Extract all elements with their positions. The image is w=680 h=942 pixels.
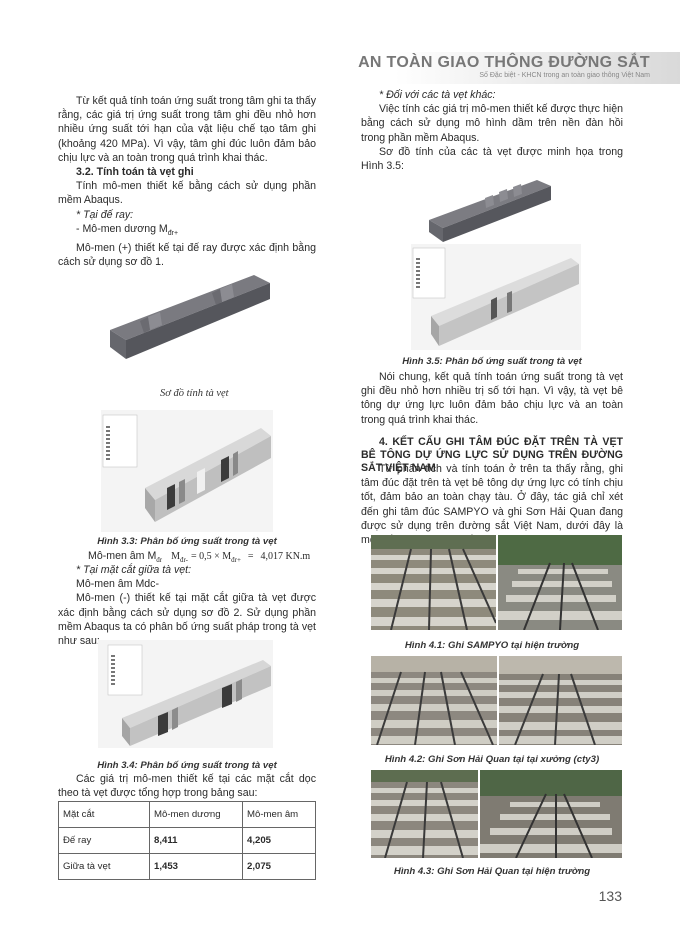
figure-3-4 [98, 640, 273, 748]
table-cell: Giữa tà vẹt [58, 853, 150, 880]
figure-3-3 [101, 410, 273, 532]
left-paragraph-7: Mô-men âm Mdc- [76, 578, 159, 591]
left-paragraph-9: Các giá trị mô-men thiết kế tại các mặt … [58, 773, 316, 800]
caption-4-2: Hình 4.2: Ghi Sơn Hải Quan tại tại xưởng… [384, 754, 600, 765]
table-row: Đế ray 8,411 4,205 [58, 827, 316, 854]
photo-4-1-left [371, 535, 496, 630]
photo-4-1-right [498, 535, 622, 630]
table-header-cell: Mô-men dương [149, 801, 243, 828]
table-row: Giữa tà vẹt 1,453 2,075 [58, 853, 316, 880]
figure-3-5-model [425, 172, 555, 242]
table-header-cell: Mô-men âm [242, 801, 316, 828]
moment-table: Mặt cắt Mô-men dương Mô-men âm Đế ray 8,… [58, 801, 316, 880]
left-paragraph-8: Mô-men (-) thiết kế tại mặt cắt giữa tà … [58, 592, 316, 648]
right-paragraph-2: Việc tính các giá trị mô-men thiết kế đư… [361, 103, 623, 144]
photo-4-2-right [499, 656, 622, 745]
table-cell: Đế ray [58, 827, 150, 854]
formula-line: Mô-men âm Mđr Mđr- = 0,5 × Mđr+ = 4,017 … [88, 550, 311, 565]
right-paragraph-3: Sơ đồ tính của các tà vẹt được minh họa … [361, 145, 623, 173]
left-column-bottom: Các giá trị mô-men thiết kế tại các mặt … [58, 772, 316, 800]
sleeper-diagram-figure [104, 255, 274, 370]
table-header-row: Mặt cắt Mô-men dương Mô-men âm [58, 801, 316, 828]
section-4-heading: 4. KẾT CẤU GHI TÂM ĐÚC ĐẶT TRÊN TÀ VẸT B… [361, 436, 623, 474]
caption-4-3: Hình 4.3: Ghi Sơn Hải Quan tại hiện trườ… [393, 866, 591, 877]
section-3-2-heading: 3.2. Tính toán tà vẹt ghi [76, 166, 194, 179]
figure-3-5-fea [411, 244, 581, 350]
left-column-middle: * Tại mặt cắt giữa tà vẹt: Mô-men âm Mdc… [58, 563, 316, 648]
caption-3-5: Hình 3.5: Phân bố ứng suất trong tà vẹt [402, 356, 582, 367]
right-paragraph-1: * Đối với các tà vẹt khác: [379, 89, 496, 101]
left-paragraph-5: Mô-men (+) thiết kế tại đế ray được xác … [58, 242, 316, 269]
left-paragraph-4: - Mô-men dương Mđr+ [76, 222, 179, 237]
journal-subtitle: Số Đặc biệt - KHCN trong an toàn giao th… [479, 72, 650, 79]
right-paragraph-4: Nói chung, kết quả tính toán ứng suất tr… [361, 371, 623, 426]
journal-title: AN TOÀN GIAO THÔNG ĐƯỜNG SẮT [358, 54, 650, 71]
table-header-cell: Mặt cắt [58, 801, 150, 828]
table-cell: 1,453 [149, 853, 243, 880]
left-paragraph-1: Từ kết quả tính toán ứng suất trong tâm … [58, 95, 316, 164]
header-bar [395, 52, 680, 84]
left-paragraph-6: * Tại mặt cắt giữa tà vẹt: [76, 564, 192, 576]
page-number: 133 [598, 888, 622, 904]
photo-4-3-left [371, 770, 478, 858]
right-column-top: * Đối với các tà vẹt khác: Việc tính các… [361, 88, 623, 173]
right-column-middle: Nói chung, kết quả tính toán ứng suất tr… [361, 370, 623, 427]
caption-3-4: Hình 3.4: Phân bố ứng suất trong tà vẹt [97, 760, 277, 771]
caption-4-1: Hình 4.1: Ghi SAMPYO tại hiện trường [404, 640, 580, 651]
table-cell: 4,205 [242, 827, 316, 854]
table-cell: 8,411 [149, 827, 243, 854]
photo-4-2-left [371, 656, 497, 745]
diagram-caption: Sơ đồ tính tà vẹt [160, 388, 229, 399]
table-cell: 2,075 [242, 853, 316, 880]
photo-4-3-right [480, 770, 622, 858]
left-column-top: Từ kết quả tính toán ứng suất trong tâm … [58, 94, 316, 270]
left-paragraph-2: Tính mô-men thiết kế bằng cách sử dụng p… [58, 180, 316, 207]
caption-3-3: Hình 3.3: Phân bố ứng suất trong tà vẹt [97, 536, 277, 547]
left-paragraph-3: * Tại đế ray: [76, 208, 134, 221]
